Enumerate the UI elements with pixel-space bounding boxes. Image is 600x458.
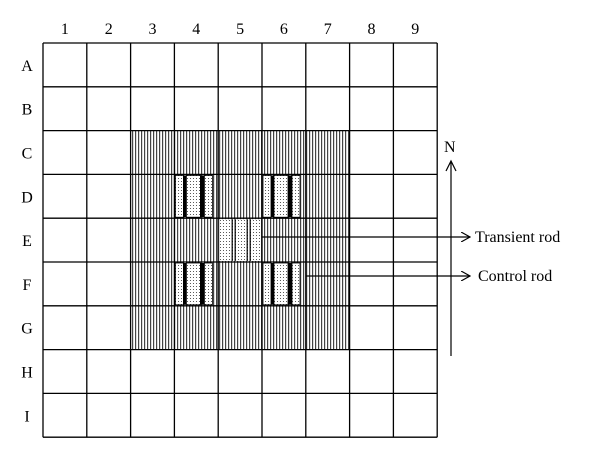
north-arrowhead-icon <box>445 159 457 172</box>
control-rod-label: Control rod <box>478 268 552 285</box>
rod-elements <box>174 174 301 306</box>
control-rod-D6 <box>262 174 301 218</box>
control-rod-F6 <box>262 262 301 306</box>
column-label-2: 2 <box>105 21 113 38</box>
column-labels: 1 2 3 4 5 6 7 8 9 <box>61 21 419 38</box>
row-label-H: H <box>21 365 33 382</box>
transient-rod-label: Transient rod <box>475 229 560 246</box>
column-label-9: 9 <box>411 21 419 38</box>
grid-lines <box>42 42 438 438</box>
column-label-6: 6 <box>280 21 288 38</box>
transient-rod-E5 <box>219 219 261 261</box>
row-label-E: E <box>22 233 32 250</box>
row-label-I: I <box>24 408 29 425</box>
column-label-3: 3 <box>149 21 157 38</box>
column-label-4: 4 <box>192 21 200 38</box>
row-label-D: D <box>21 189 33 206</box>
row-label-F: F <box>23 277 32 294</box>
column-label-8: 8 <box>368 21 376 38</box>
column-label-1: 1 <box>61 21 69 38</box>
row-label-A: A <box>21 58 33 75</box>
row-label-G: G <box>21 321 33 338</box>
north-arrow: N <box>444 139 457 356</box>
column-label-5: 5 <box>236 21 244 38</box>
control-rod-F4 <box>174 262 213 306</box>
row-labels: A B C D E F G H I <box>21 58 33 425</box>
row-label-C: C <box>22 146 33 163</box>
north-label: N <box>444 139 456 156</box>
transient-rod-callout: Transient rod <box>262 229 560 246</box>
row-label-B: B <box>22 102 33 119</box>
control-rod-D4 <box>174 174 213 218</box>
control-rod-callout: Control rod <box>306 268 552 285</box>
column-label-7: 7 <box>324 21 332 38</box>
